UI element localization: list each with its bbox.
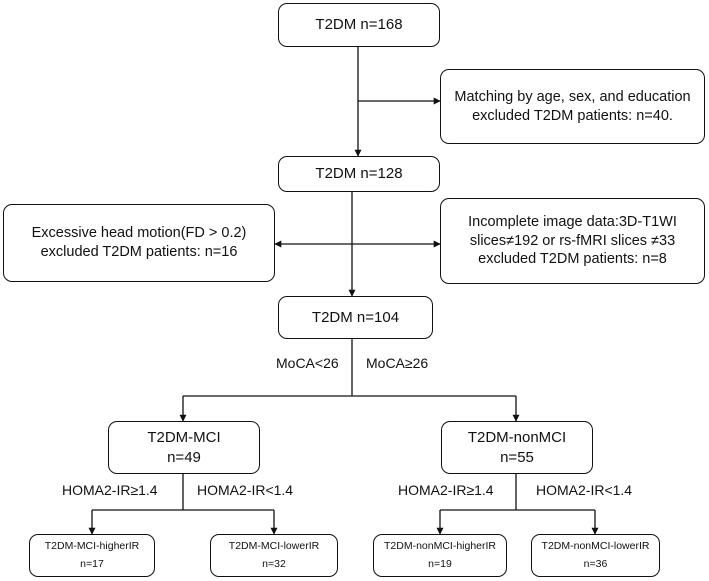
node-text: n=49 xyxy=(167,448,201,466)
node-text: n=17 xyxy=(80,557,104,570)
node-text: T2DM-nonMCI-lowerIR xyxy=(541,539,650,552)
node-text: n=32 xyxy=(262,557,286,570)
node-text: Incomplete image data:3D-T1WI xyxy=(468,213,677,230)
node-t2dm-mci: T2DM-MCI n=49 xyxy=(108,421,260,474)
edge-label-mci-homa-high: HOMA2-IR≥1.4 xyxy=(62,482,158,498)
node-t2dm-nonmci: T2DM-nonMCI n=55 xyxy=(441,421,593,474)
node-text: T2DM-MCI-lowerIR xyxy=(228,539,320,552)
node-nonmci-lower-ir: T2DM-nonMCI-lowerIR n=36 xyxy=(531,534,660,577)
edge-label-nonmci-homa-high: HOMA2-IR≥1.4 xyxy=(398,482,494,498)
node-text: excluded T2DM patients: n=40. xyxy=(472,107,673,124)
node-text: n=36 xyxy=(583,557,608,570)
node-text: n=55 xyxy=(500,448,534,466)
edge-label-moca-high: MoCA≥26 xyxy=(366,355,429,371)
node-matching-exclusion: Matching by age, sex, and education excl… xyxy=(440,69,705,144)
node-text: T2DM n=104 xyxy=(311,308,400,326)
node-text: T2DM n=168 xyxy=(315,16,403,34)
node-text: T2DM-MCI-higherIR xyxy=(44,539,140,552)
node-text: T2DM-nonMCI xyxy=(467,429,567,446)
node-text: slices≠192 or rs-fMRI slices ≠33 xyxy=(469,232,676,249)
node-image-exclusion: Incomplete image data:3D-T1WI slices≠192… xyxy=(440,198,705,284)
node-t2dm-104: T2DM n=104 xyxy=(278,296,433,339)
node-nonmci-higher-ir: T2DM-nonMCI-higherIR n=19 xyxy=(373,534,507,577)
node-text: Excessive head motion(FD > 0.2) xyxy=(31,225,247,242)
node-mci-higher-ir: T2DM-MCI-higherIR n=17 xyxy=(29,534,155,577)
node-t2dm-128: T2DM n=128 xyxy=(278,156,440,192)
node-text: n=19 xyxy=(428,557,452,570)
node-text: excluded T2DM patients: n=8 xyxy=(478,251,667,268)
node-t2dm-168: T2DM n=168 xyxy=(278,3,440,47)
node-motion-exclusion: Excessive head motion(FD > 0.2) excluded… xyxy=(3,204,275,282)
edge-label-moca-low: MoCA<26 xyxy=(276,355,339,371)
node-text: T2DM n=128 xyxy=(315,165,403,183)
node-mci-lower-ir: T2DM-MCI-lowerIR n=32 xyxy=(210,534,338,577)
node-text: Matching by age, sex, and education xyxy=(454,88,691,105)
edge-label-mci-homa-low: HOMA2-IR<1.4 xyxy=(197,482,294,498)
edge-label-nonmci-homa-low: HOMA2-IR<1.4 xyxy=(536,482,633,498)
node-text: excluded T2DM patients: n=16 xyxy=(40,244,238,260)
node-text: T2DM-MCI xyxy=(147,429,221,446)
node-text: T2DM-nonMCI-higherIR xyxy=(383,539,497,552)
